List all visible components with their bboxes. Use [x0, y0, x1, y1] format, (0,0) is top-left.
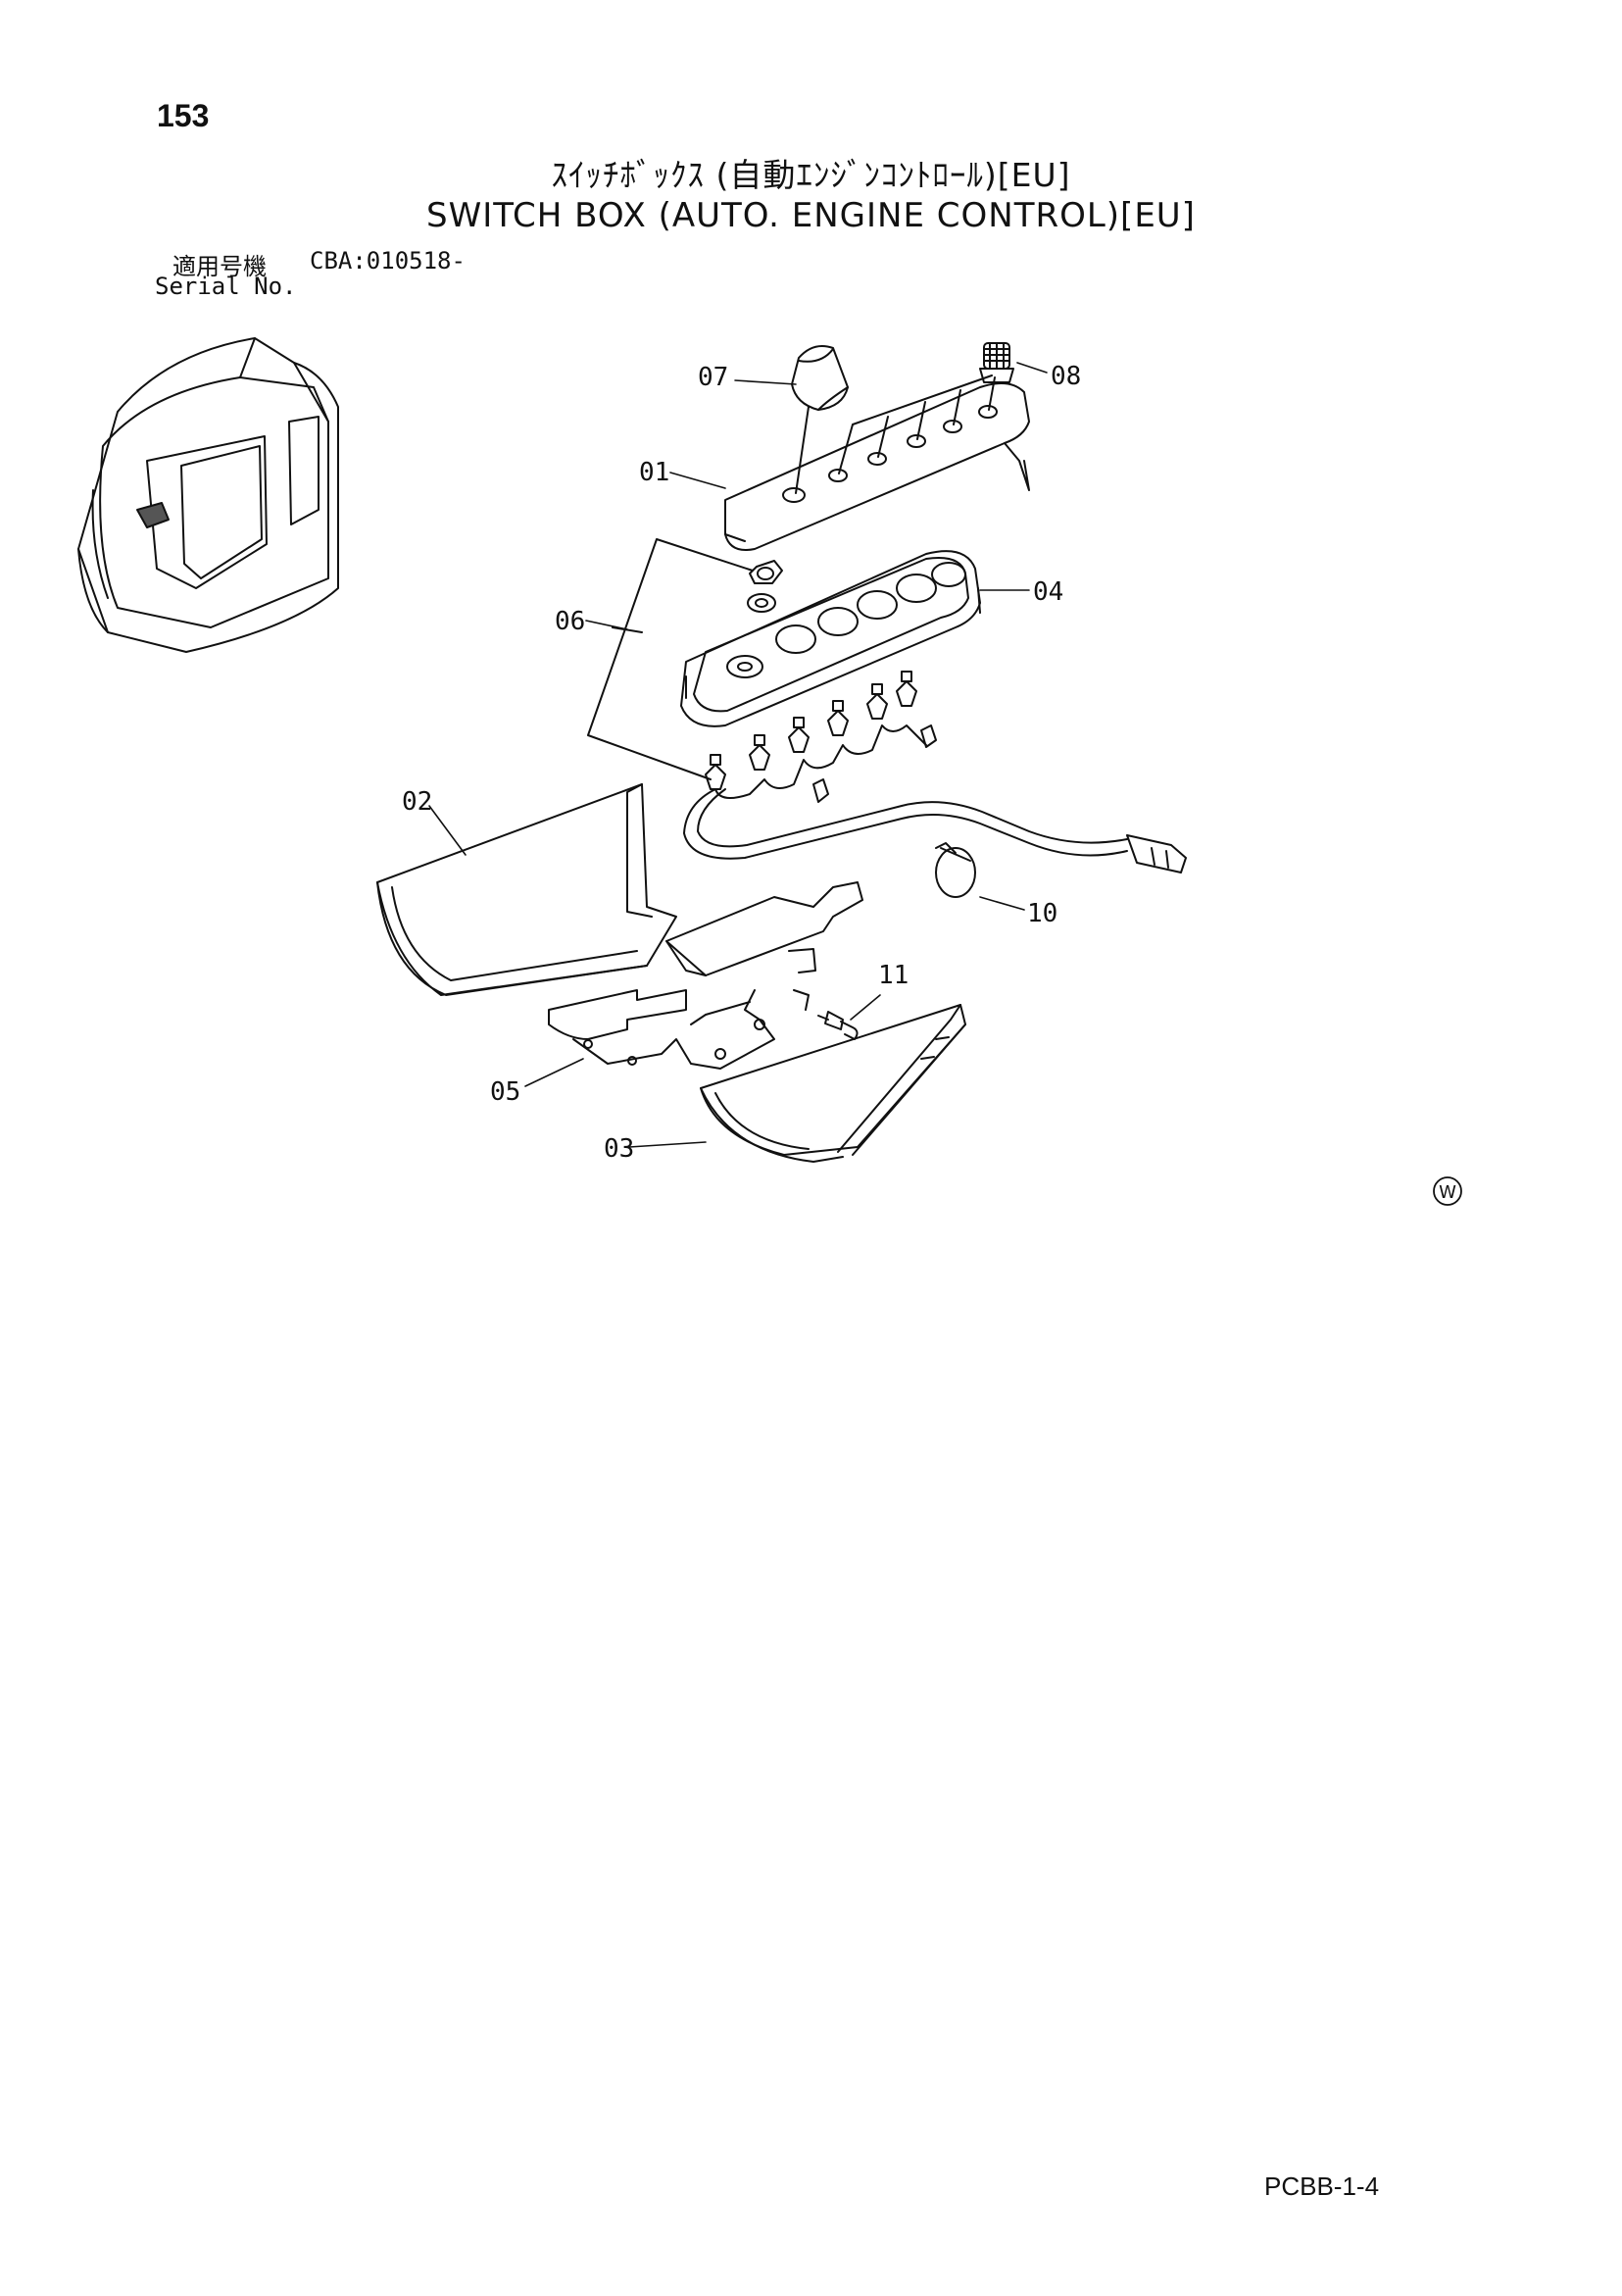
label-03: 03 [604, 1134, 634, 1164]
part-05-bracket [548, 881, 863, 1070]
part-labels: 07 08 01 04 06 02 10 11 05 03 [402, 362, 1081, 1164]
part-01-top-cover [724, 374, 1030, 551]
page-number: 153 [157, 98, 210, 133]
part-06-nut-washer [587, 538, 783, 780]
serial-label-japanese: 適用号機 [172, 253, 267, 280]
part-10-clamp [935, 842, 976, 898]
exploded-parts-diagram: 07 08 01 04 06 02 10 11 05 03 W [77, 337, 1462, 1206]
label-06: 06 [555, 607, 585, 636]
serial-label-english: Serial No. [155, 273, 297, 300]
page-code: PCBB-1-4 [1264, 2171, 1380, 2201]
serial-value: CBA:010518- [310, 247, 466, 275]
label-04: 04 [1033, 577, 1063, 607]
label-01: 01 [639, 458, 669, 487]
title-japanese: ｽｲｯﾁﾎﾞｯｸｽ (自動ｴﾝｼﾞﾝｺﾝﾄﾛｰﾙ)[EU] [551, 156, 1071, 194]
part-03-right-cover [700, 1004, 966, 1163]
part-04-switch-panel [680, 550, 981, 727]
label-07: 07 [698, 363, 728, 392]
part-02-left-cover [376, 783, 677, 996]
label-02: 02 [402, 787, 432, 817]
leader-lines [428, 362, 1048, 1148]
label-05: 05 [490, 1077, 520, 1107]
label-08: 08 [1051, 362, 1081, 391]
label-10: 10 [1027, 899, 1057, 928]
w-symbol: W [1433, 1176, 1462, 1206]
w-symbol-letter: W [1439, 1182, 1456, 1203]
cab-locator-drawing [77, 337, 339, 653]
label-11: 11 [878, 961, 909, 990]
part-08-knob [979, 342, 1014, 383]
part-07-knob [791, 345, 849, 411]
part-11-screw [817, 1011, 859, 1040]
title-english: SWITCH BOX (AUTO. ENGINE CONTROL)[EU] [426, 196, 1196, 235]
switch-wiring-harness [683, 671, 1187, 873]
